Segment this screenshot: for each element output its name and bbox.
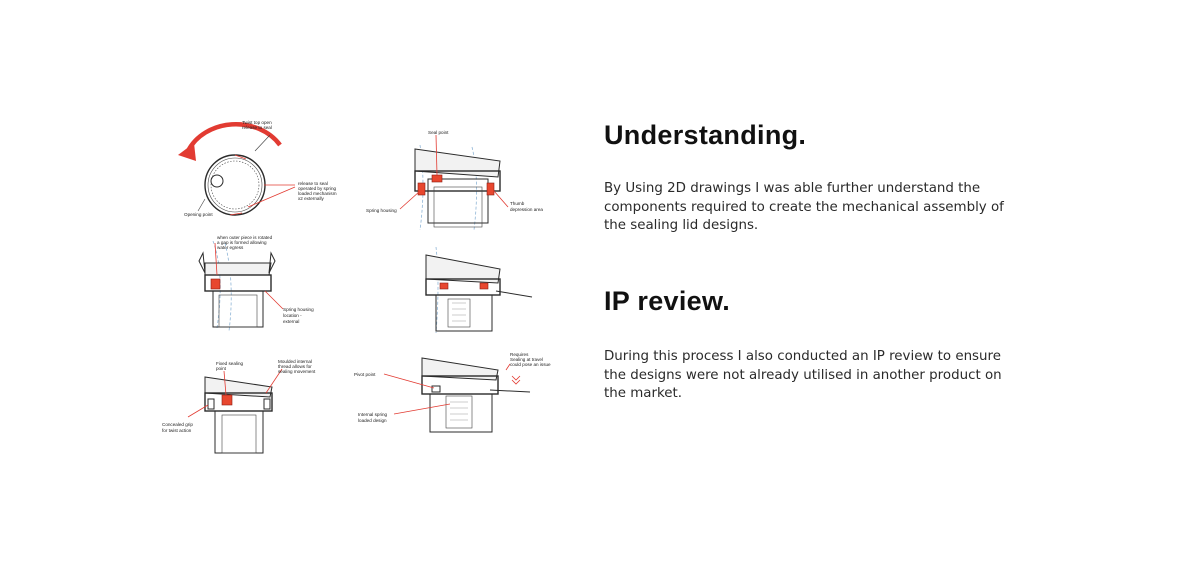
svg-text:depression area: depression area bbox=[510, 207, 543, 212]
label-spring-location: Spring housing bbox=[283, 307, 314, 312]
ip-review-paragraph: During this process I also conducted an … bbox=[604, 349, 1002, 401]
understanding-heading: Understanding. bbox=[604, 120, 807, 150]
label-pivot-point: Pivot point bbox=[354, 372, 376, 377]
label-concealed-grip: Concealed grip bbox=[162, 422, 193, 427]
understanding-paragraph: By Using 2D drawings I was able further … bbox=[604, 181, 1004, 233]
svg-text:loaded design: loaded design bbox=[358, 418, 387, 423]
svg-text:location -: location - bbox=[283, 313, 302, 318]
label-moulded-thread: Moulded internal bbox=[278, 359, 312, 364]
label-requires-sealing: Requires bbox=[510, 352, 529, 357]
pivot-section-drawing: Requires Sealing at travel could pose an… bbox=[350, 350, 570, 440]
svg-text:for twist action: for twist action bbox=[162, 428, 192, 433]
svg-text:sealing movement: sealing movement bbox=[278, 369, 316, 374]
label-spring-housing: Spring housing bbox=[366, 208, 397, 213]
svg-text:x2 externally: x2 externally bbox=[298, 196, 324, 201]
top-view-drawing: Twist top open release to seal release t… bbox=[160, 115, 340, 225]
fixed-seal-drawing: Fixed sealing point Moulded internal thr… bbox=[160, 357, 330, 467]
label-twist: Twist top open bbox=[242, 120, 272, 125]
spring-section-drawing bbox=[410, 243, 540, 338]
svg-text:release to seal: release to seal bbox=[242, 125, 272, 130]
svg-text:external: external bbox=[283, 319, 299, 324]
label-internal-spring: Internal spring bbox=[358, 412, 388, 417]
label-release: release to seal bbox=[298, 181, 328, 186]
ip-review-heading: IP review. bbox=[604, 286, 731, 316]
rotation-arrow-icon bbox=[178, 143, 196, 161]
svg-text:loaded mechanism: loaded mechanism bbox=[298, 191, 337, 196]
svg-text:thread allows for: thread allows for bbox=[278, 364, 312, 369]
label-seal-point: Seal point bbox=[428, 130, 449, 135]
outer-section-drawing: when outer piece is rotated a gap is for… bbox=[195, 233, 345, 333]
svg-text:point: point bbox=[216, 366, 227, 371]
label-opening: Opening point bbox=[184, 212, 213, 217]
svg-text:operated by spring: operated by spring bbox=[298, 186, 336, 191]
label-fixed-sealing: Fixed sealing bbox=[216, 361, 244, 366]
label-thumb: Thumb bbox=[510, 201, 525, 206]
svg-text:Sealing at travel: Sealing at travel bbox=[510, 357, 543, 362]
svg-text:water egress: water egress bbox=[217, 245, 244, 250]
label-outer-piece: when outer piece is rotated bbox=[217, 235, 273, 240]
svg-text:a gap is formed allowing: a gap is formed allowing bbox=[217, 240, 267, 245]
seal-section-drawing: Seal point Spring housing Thumb depressi… bbox=[360, 125, 560, 240]
svg-text:could pose an issue: could pose an issue bbox=[510, 362, 551, 367]
